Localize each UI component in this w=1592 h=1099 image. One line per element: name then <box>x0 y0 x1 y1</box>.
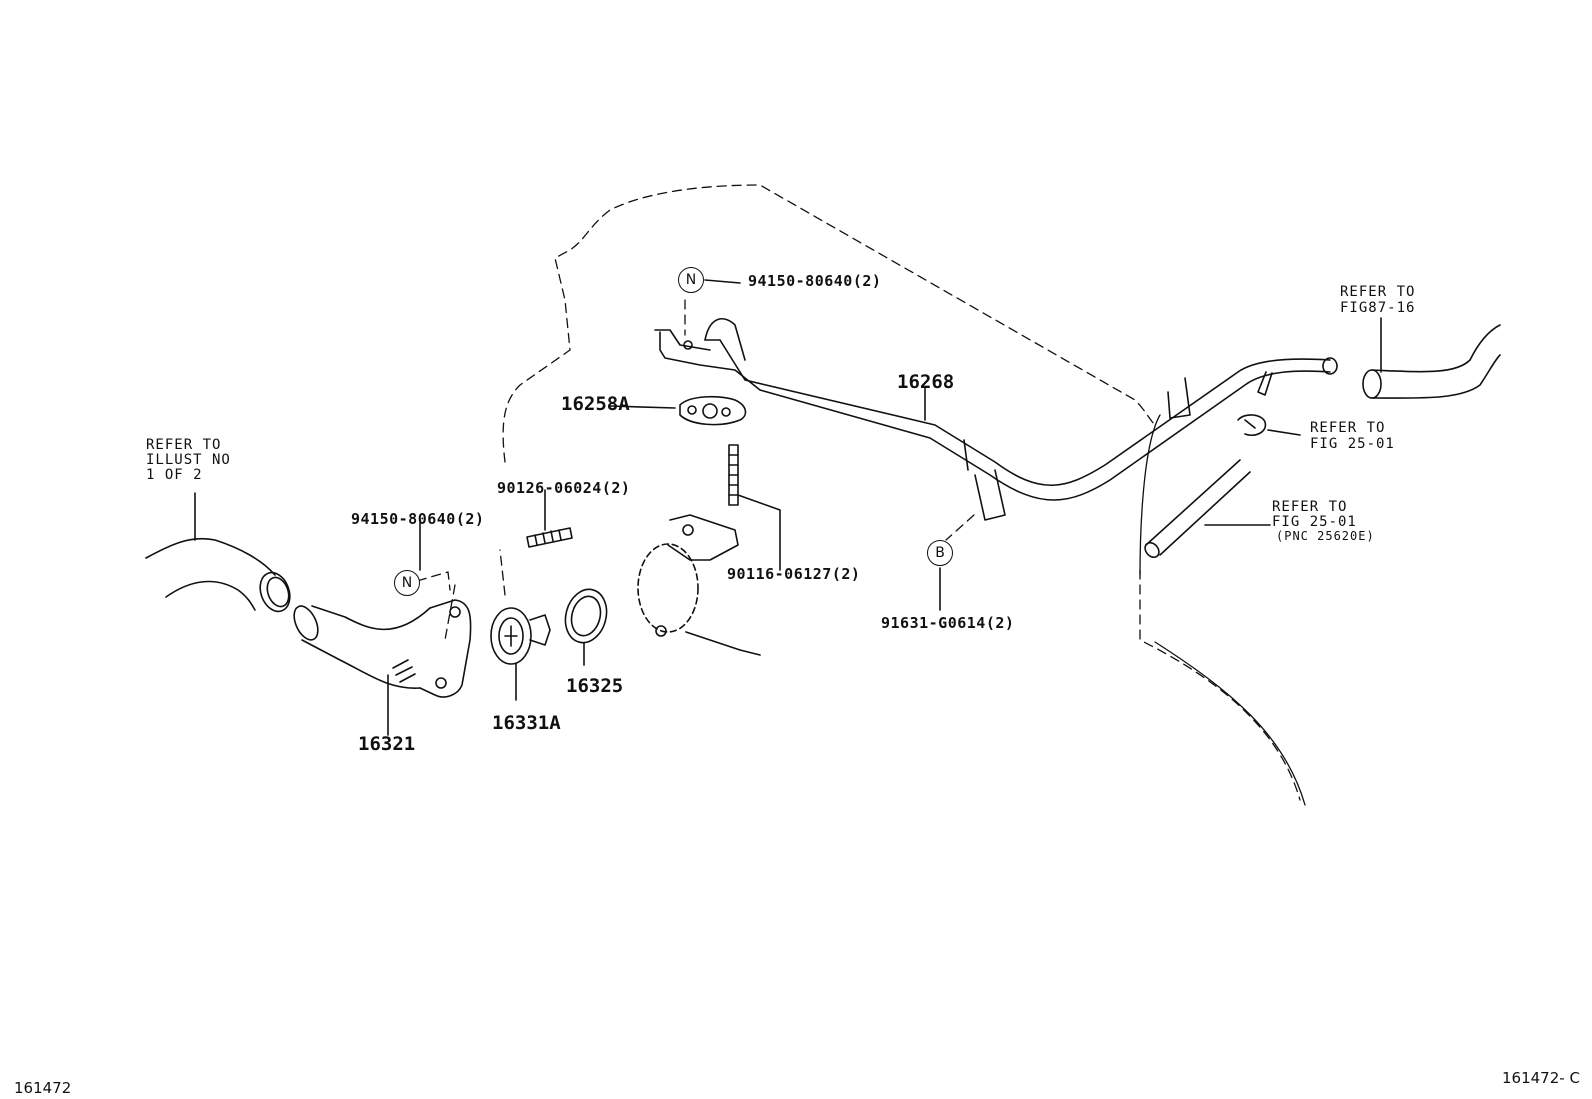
footer-id-left: 161472 <box>14 1079 72 1097</box>
leader-lines <box>419 279 941 611</box>
ref-fig87-line2: FIG87-16 <box>1340 300 1416 316</box>
thermostat-housing <box>637 514 761 656</box>
label-16321: 16321 <box>358 733 416 755</box>
water-inlet-16321 <box>293 599 472 736</box>
hose-right-top <box>1362 317 1501 399</box>
ref-fig25a-line1: REFER TO <box>1310 420 1386 436</box>
label-16268: 16268 <box>897 371 955 393</box>
label-16331A: 16331A <box>492 712 561 734</box>
stud-90116 <box>728 444 781 571</box>
ref-fig87-line1: REFER TO <box>1340 284 1416 300</box>
label-94150-top: 94150-80640(2) <box>748 272 882 290</box>
gasket-16258A <box>609 395 747 426</box>
ref-fig25b-line2: FIG 25-01 <box>1272 514 1357 530</box>
badge-b: B <box>927 540 953 566</box>
left-hose <box>145 492 291 613</box>
label-90126: 90126-06024(2) <box>497 479 631 497</box>
engine-right-curve <box>1154 641 1306 806</box>
ref-fig25b-line3: (PNC 25620E) <box>1276 529 1375 543</box>
thermostat-16331A <box>490 607 551 701</box>
hose-clip <box>1237 414 1301 437</box>
ref-illust-line3: 1 OF 2 <box>146 467 203 483</box>
engine-outline <box>402 184 1301 801</box>
gasket-16325 <box>564 588 608 666</box>
label-91631: 91631-G0614(2) <box>881 614 1015 632</box>
ref-fig25b-line1: REFER TO <box>1272 499 1348 515</box>
ref-illust-line1: REFER TO <box>146 437 222 453</box>
label-16325: 16325 <box>566 675 624 697</box>
label-16258A: 16258A <box>561 393 630 415</box>
footer-id-right: 161472- C <box>1502 1069 1580 1087</box>
label-90116: 90116-06127(2) <box>727 565 861 583</box>
ref-fig25a-line2: FIG 25-01 <box>1310 436 1395 452</box>
water-pipe-16268 <box>654 317 1338 521</box>
short-hose-right <box>1144 459 1271 559</box>
stud-90126 <box>526 489 573 548</box>
label-94150-left: 94150-80640(2) <box>351 510 485 528</box>
badge-n-left: N <box>394 570 420 596</box>
badge-n-top: N <box>678 267 704 293</box>
ref-illust-line2: ILLUST NO <box>146 452 231 468</box>
